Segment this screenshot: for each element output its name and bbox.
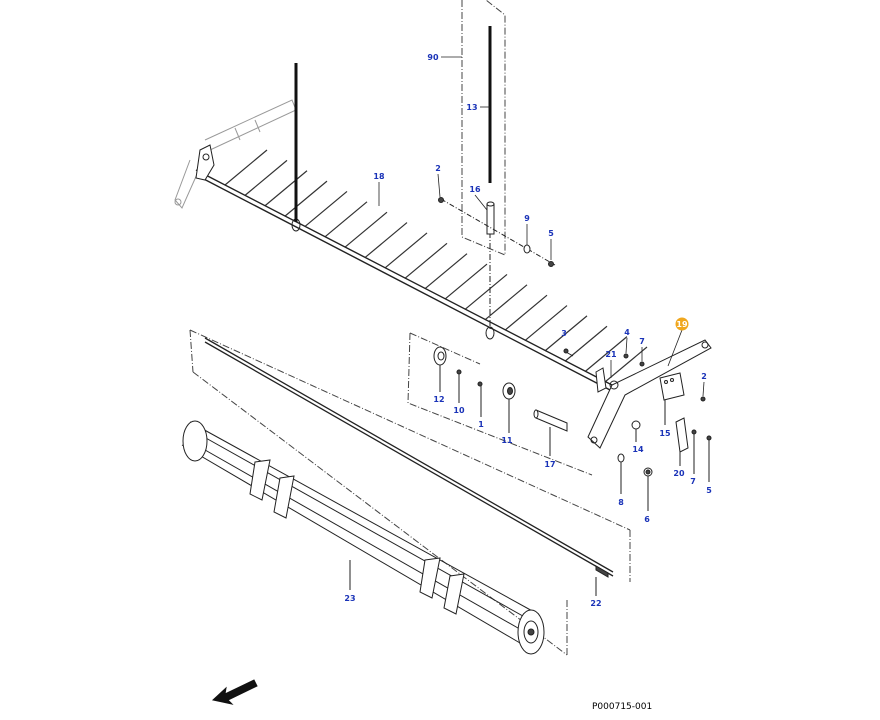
callout-number: 4 <box>624 328 630 337</box>
callout-number: 22 <box>590 599 601 608</box>
leader-lines <box>378 56 705 397</box>
callout-7[interactable]: 7 <box>639 337 645 346</box>
callout-number: 17 <box>544 460 555 469</box>
callout-22[interactable]: 22 <box>590 599 601 608</box>
rake-tine <box>524 305 568 341</box>
rake-tine <box>344 211 388 248</box>
callout-number: 13 <box>466 103 477 112</box>
rake-tine <box>564 325 608 362</box>
direction-arrow <box>211 679 258 705</box>
callout-7[interactable]: 7 <box>690 477 696 486</box>
rake-tine <box>284 180 328 217</box>
mounting-frame <box>174 99 297 209</box>
rake-tine <box>364 222 408 259</box>
callout-2[interactable]: 2 <box>435 164 441 173</box>
pin-17 <box>533 409 568 456</box>
rake-tine <box>264 170 308 207</box>
sleeve-16 <box>486 201 495 235</box>
roller-drum-23 <box>181 420 545 655</box>
link-20 <box>675 417 689 466</box>
callout-19[interactable]: 19 <box>675 317 689 331</box>
bracket-arm-19 <box>587 339 712 449</box>
callout-5[interactable]: 5 <box>706 486 712 495</box>
callout-number: 14 <box>632 445 644 454</box>
callout-8[interactable]: 8 <box>618 498 624 507</box>
rake-tine <box>544 315 588 352</box>
fasteners-top <box>438 197 556 267</box>
rake-tines <box>224 149 648 383</box>
frame-group-lower <box>189 329 631 656</box>
frame-group-right <box>407 332 593 476</box>
callout-3[interactable]: 3 <box>561 329 567 338</box>
callout-number: 16 <box>469 185 481 194</box>
callout-18[interactable]: 18 <box>373 172 385 181</box>
callout-1[interactable]: 1 <box>478 420 484 429</box>
callout-20[interactable]: 20 <box>673 469 685 478</box>
callout-16[interactable]: 16 <box>469 185 481 194</box>
rake-tine <box>384 232 428 269</box>
callout-number: 10 <box>453 406 465 415</box>
callout-90[interactable]: 90 <box>427 53 439 62</box>
callout-number: 12 <box>433 395 444 404</box>
rake-tine <box>464 273 508 310</box>
callout-number: 18 <box>373 172 385 181</box>
callout-number: 2 <box>435 164 441 173</box>
callout-number: 19 <box>676 320 688 329</box>
callout-number: 9 <box>524 214 530 223</box>
callout-highlight-badge <box>675 317 689 331</box>
callout-number: 2 <box>701 372 707 381</box>
rake-tine <box>484 284 528 321</box>
callout-number: 11 <box>501 436 513 445</box>
callout-12[interactable]: 12 <box>433 395 444 404</box>
callout-number: 20 <box>673 469 685 478</box>
rake-tine <box>604 346 648 383</box>
callout-number: 1 <box>478 420 484 429</box>
rake-shaft-18 <box>195 144 613 392</box>
callout-6[interactable]: 6 <box>644 515 650 524</box>
callout-9[interactable]: 9 <box>524 214 530 223</box>
callout-21[interactable]: 21 <box>605 350 617 359</box>
rake-tine <box>584 336 628 373</box>
rake-tine <box>244 159 288 196</box>
rake-tine <box>424 253 468 290</box>
callout-number: 15 <box>659 429 671 438</box>
callout-17[interactable]: 17 <box>544 460 555 469</box>
callout-number: 7 <box>639 337 645 346</box>
rake-tine <box>324 201 368 238</box>
rake-tine <box>504 294 548 331</box>
rake-tine <box>404 242 448 279</box>
callout-number: 5 <box>548 229 554 238</box>
callout-number: 7 <box>690 477 696 486</box>
frame-group-90 <box>461 0 506 256</box>
drive-shaft-22 <box>204 337 614 596</box>
callout-23[interactable]: 23 <box>344 594 355 603</box>
callout-13[interactable]: 13 <box>466 103 477 112</box>
callout-number: 6 <box>644 515 650 524</box>
callout-number: 3 <box>561 329 567 338</box>
rake-tine <box>304 191 348 227</box>
callout-number: 90 <box>427 53 439 62</box>
callout-number: 5 <box>706 486 712 495</box>
fasteners-bottom <box>563 348 712 511</box>
callout-number: 21 <box>605 350 617 359</box>
callout-4[interactable]: 4 <box>624 328 630 337</box>
rake-tine <box>224 149 268 186</box>
callout-number: 23 <box>344 594 355 603</box>
drawing-reference: P000715-001 <box>592 702 652 712</box>
bearing-parts <box>433 346 516 433</box>
callout-10[interactable]: 10 <box>453 406 465 415</box>
rake-tine <box>444 263 488 300</box>
callout-5[interactable]: 5 <box>548 229 554 238</box>
plate-15 <box>659 372 685 425</box>
callout-14[interactable]: 14 <box>632 445 644 454</box>
callout-number: 8 <box>618 498 624 507</box>
callout-15[interactable]: 15 <box>659 429 671 438</box>
callout-11[interactable]: 11 <box>501 436 513 445</box>
support-rods <box>294 26 492 330</box>
callout-2[interactable]: 2 <box>701 372 707 381</box>
